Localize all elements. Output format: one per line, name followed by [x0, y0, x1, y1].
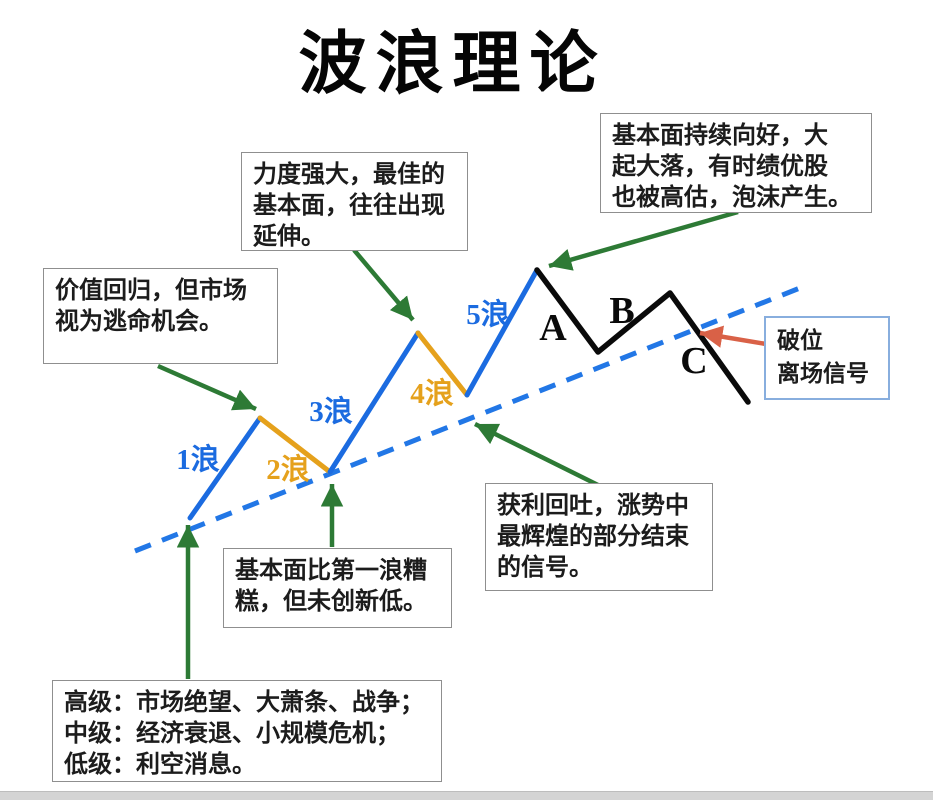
note-line: 起大落，有时绩优股	[612, 153, 828, 181]
note-line: 离场信号	[777, 360, 869, 387]
note-levels: 高级：市场绝望、大萧条、战争； 中级：经济衰退、小规模危机； 低级：利空消息。	[52, 680, 442, 782]
arrow-value-return	[157, 363, 257, 412]
arrow-profit-taking	[474, 421, 603, 490]
bottom-edge-strip	[0, 791, 933, 800]
wave-a-label: A	[539, 307, 567, 349]
note-line: 最辉煌的部分结束	[497, 523, 689, 551]
arrow-fundamentals-peak	[548, 209, 739, 271]
note-line: 视为逃命机会。	[55, 308, 223, 336]
wave-3-line	[327, 330, 421, 475]
wave-2-label: 2浪	[266, 454, 310, 486]
note-line: 价值回归，但市场	[55, 277, 247, 304]
note-line: 的信号。	[497, 554, 593, 582]
wave-3-label: 3浪	[309, 396, 353, 428]
note-line: 力度强大，最佳的	[253, 161, 445, 188]
note-line: 基本面，往往出现	[253, 192, 445, 220]
note-line: 低级：利空消息。	[64, 751, 256, 779]
note-value-return: 价值回归，但市场 视为逃命机会。	[43, 268, 278, 364]
trendline-dashed	[134, 283, 806, 554]
arrow-strong-wave3	[352, 248, 415, 322]
wave-1-line	[187, 415, 263, 521]
note-line: 基本面比第一浪糟	[235, 557, 427, 584]
wave-5-line	[464, 267, 540, 398]
note-strong-wave3: 力度强大，最佳的 基本面，往往出现 延伸。	[241, 152, 468, 251]
wave-4-line	[415, 330, 470, 398]
wave-5-label: 5浪	[466, 299, 510, 331]
wave-2-line	[257, 415, 333, 475]
note-wave2-fundamentals: 基本面比第一浪糟 糕，但未创新低。	[223, 548, 452, 628]
note-profit-taking: 获利回吐，涨势中 最辉煌的部分结束 的信号。	[485, 483, 713, 591]
wave-c-label: C	[680, 340, 708, 382]
note-line: 中级：经济衰退、小规模危机；	[64, 720, 400, 748]
page-title: 波浪理论	[298, 26, 607, 102]
note-fundamentals-peak: 基本面持续向好，大 起大落，有时绩优股 也被高估，泡沫产生。	[600, 113, 872, 213]
note-line: 糕，但未创新低。	[235, 588, 427, 616]
arrow-breakout-exit	[699, 325, 767, 348]
note-line: 破位	[777, 327, 823, 353]
note-line: 获利回吐，涨势中	[497, 492, 689, 519]
wave-b-label: B	[609, 290, 635, 332]
note-line: 高级：市场绝望、大萧条、战争；	[64, 689, 424, 716]
note-line: 也被高估，泡沫产生。	[612, 184, 852, 212]
note-line: 基本面持续向好，大	[612, 122, 828, 149]
note-line: 延伸。	[253, 223, 325, 251]
wave-4-label: 4浪	[410, 378, 454, 410]
note-breakout-exit: 破位 离场信号	[764, 316, 890, 400]
wave-1-label: 1浪	[176, 444, 220, 476]
